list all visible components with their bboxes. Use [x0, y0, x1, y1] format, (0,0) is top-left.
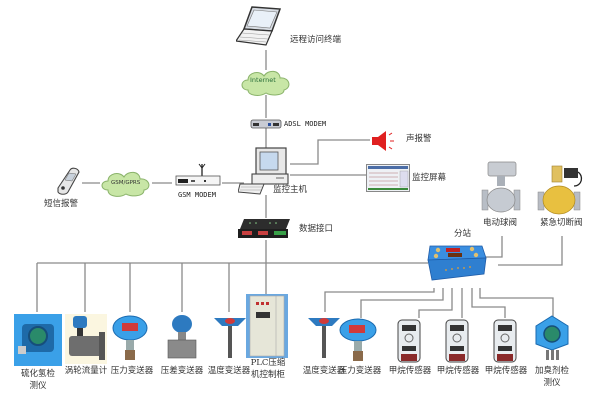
right-device-label: 甲烷传感器 — [436, 366, 480, 376]
turbine-flowmeter-icon — [65, 314, 107, 364]
plc-cabinet-icon — [246, 294, 288, 358]
data-interface-label: 数据接口 — [299, 224, 334, 234]
gsm-modem-label: GSM MODEM — [178, 191, 216, 199]
gsm-gprs-label: GSM/GPRS — [111, 180, 141, 186]
temperature-transmitter-icon — [214, 318, 246, 358]
left-device-label-line2: 机控制柜 — [250, 370, 286, 380]
internet-cloud-icon — [241, 70, 290, 96]
internet-label: Internet — [250, 76, 276, 84]
alarm-sound-label: 声报警 — [406, 134, 432, 144]
right-device-label: 压力变送器 — [338, 366, 382, 376]
left-device-label: 温度变送器 — [207, 366, 251, 376]
left-device-label: 硫化氢检 — [20, 369, 56, 379]
data-interface-icon[interactable] — [236, 217, 292, 241]
speaker-icon — [372, 131, 394, 151]
host-computer-icon[interactable] — [238, 146, 292, 196]
right-device-label: 甲烷传感器 — [388, 366, 432, 376]
cutoff-valve-label: 紧急切断阀 — [540, 218, 583, 228]
adsl-modem-icon[interactable] — [250, 118, 282, 130]
phone-icon — [57, 167, 80, 195]
adsl-modem-label: ADSL MODEM — [284, 120, 327, 128]
gsm-modem-icon[interactable] — [174, 162, 222, 190]
methane-sensor-icon — [445, 319, 469, 363]
substation-icon[interactable] — [424, 240, 488, 290]
host-label: 监控主机 — [273, 185, 308, 195]
left-device-label-line2: 测仪 — [29, 381, 47, 391]
pressure-transmitter-icon — [112, 315, 148, 360]
remote-terminal-label: 远程访问终端 — [290, 35, 342, 45]
laptop-icon[interactable] — [236, 5, 284, 49]
ball-valve-label: 电动球阀 — [483, 218, 518, 228]
substation-label: 分站 — [454, 229, 472, 239]
left-device-label: 压差变送器 — [160, 366, 204, 376]
methane-sensor-icon — [493, 319, 517, 363]
h2s-detector-icon — [14, 314, 62, 366]
temperature-transmitter-icon — [308, 318, 340, 358]
cutoff-valve-icon — [537, 165, 583, 215]
monitor-screen-icon[interactable] — [366, 164, 410, 192]
monitor-screen-label: 监控屏幕 — [412, 173, 447, 183]
sms-alarm-label: 短信报警 — [44, 199, 79, 209]
differential-pressure-transmitter-icon — [167, 315, 197, 359]
right-device-label: 温度变送器 — [302, 366, 346, 376]
left-device-label: PLC压缩 — [250, 358, 286, 368]
right-device-label: 甲烷传感器 — [484, 366, 528, 376]
right-device-label-line2: 测仪 — [543, 378, 561, 388]
ball-valve-icon — [481, 161, 521, 213]
left-device-label: 压力变送器 — [110, 366, 154, 376]
pressure-transmitter-icon — [339, 318, 377, 361]
methane-sensor-icon — [397, 319, 421, 363]
right-device-label: 加臭剂检 — [534, 366, 570, 376]
gsm-cloud-icon — [101, 171, 150, 197]
left-device-label: 涡轮流量计 — [64, 366, 108, 376]
odorant-detector-icon — [535, 315, 569, 360]
